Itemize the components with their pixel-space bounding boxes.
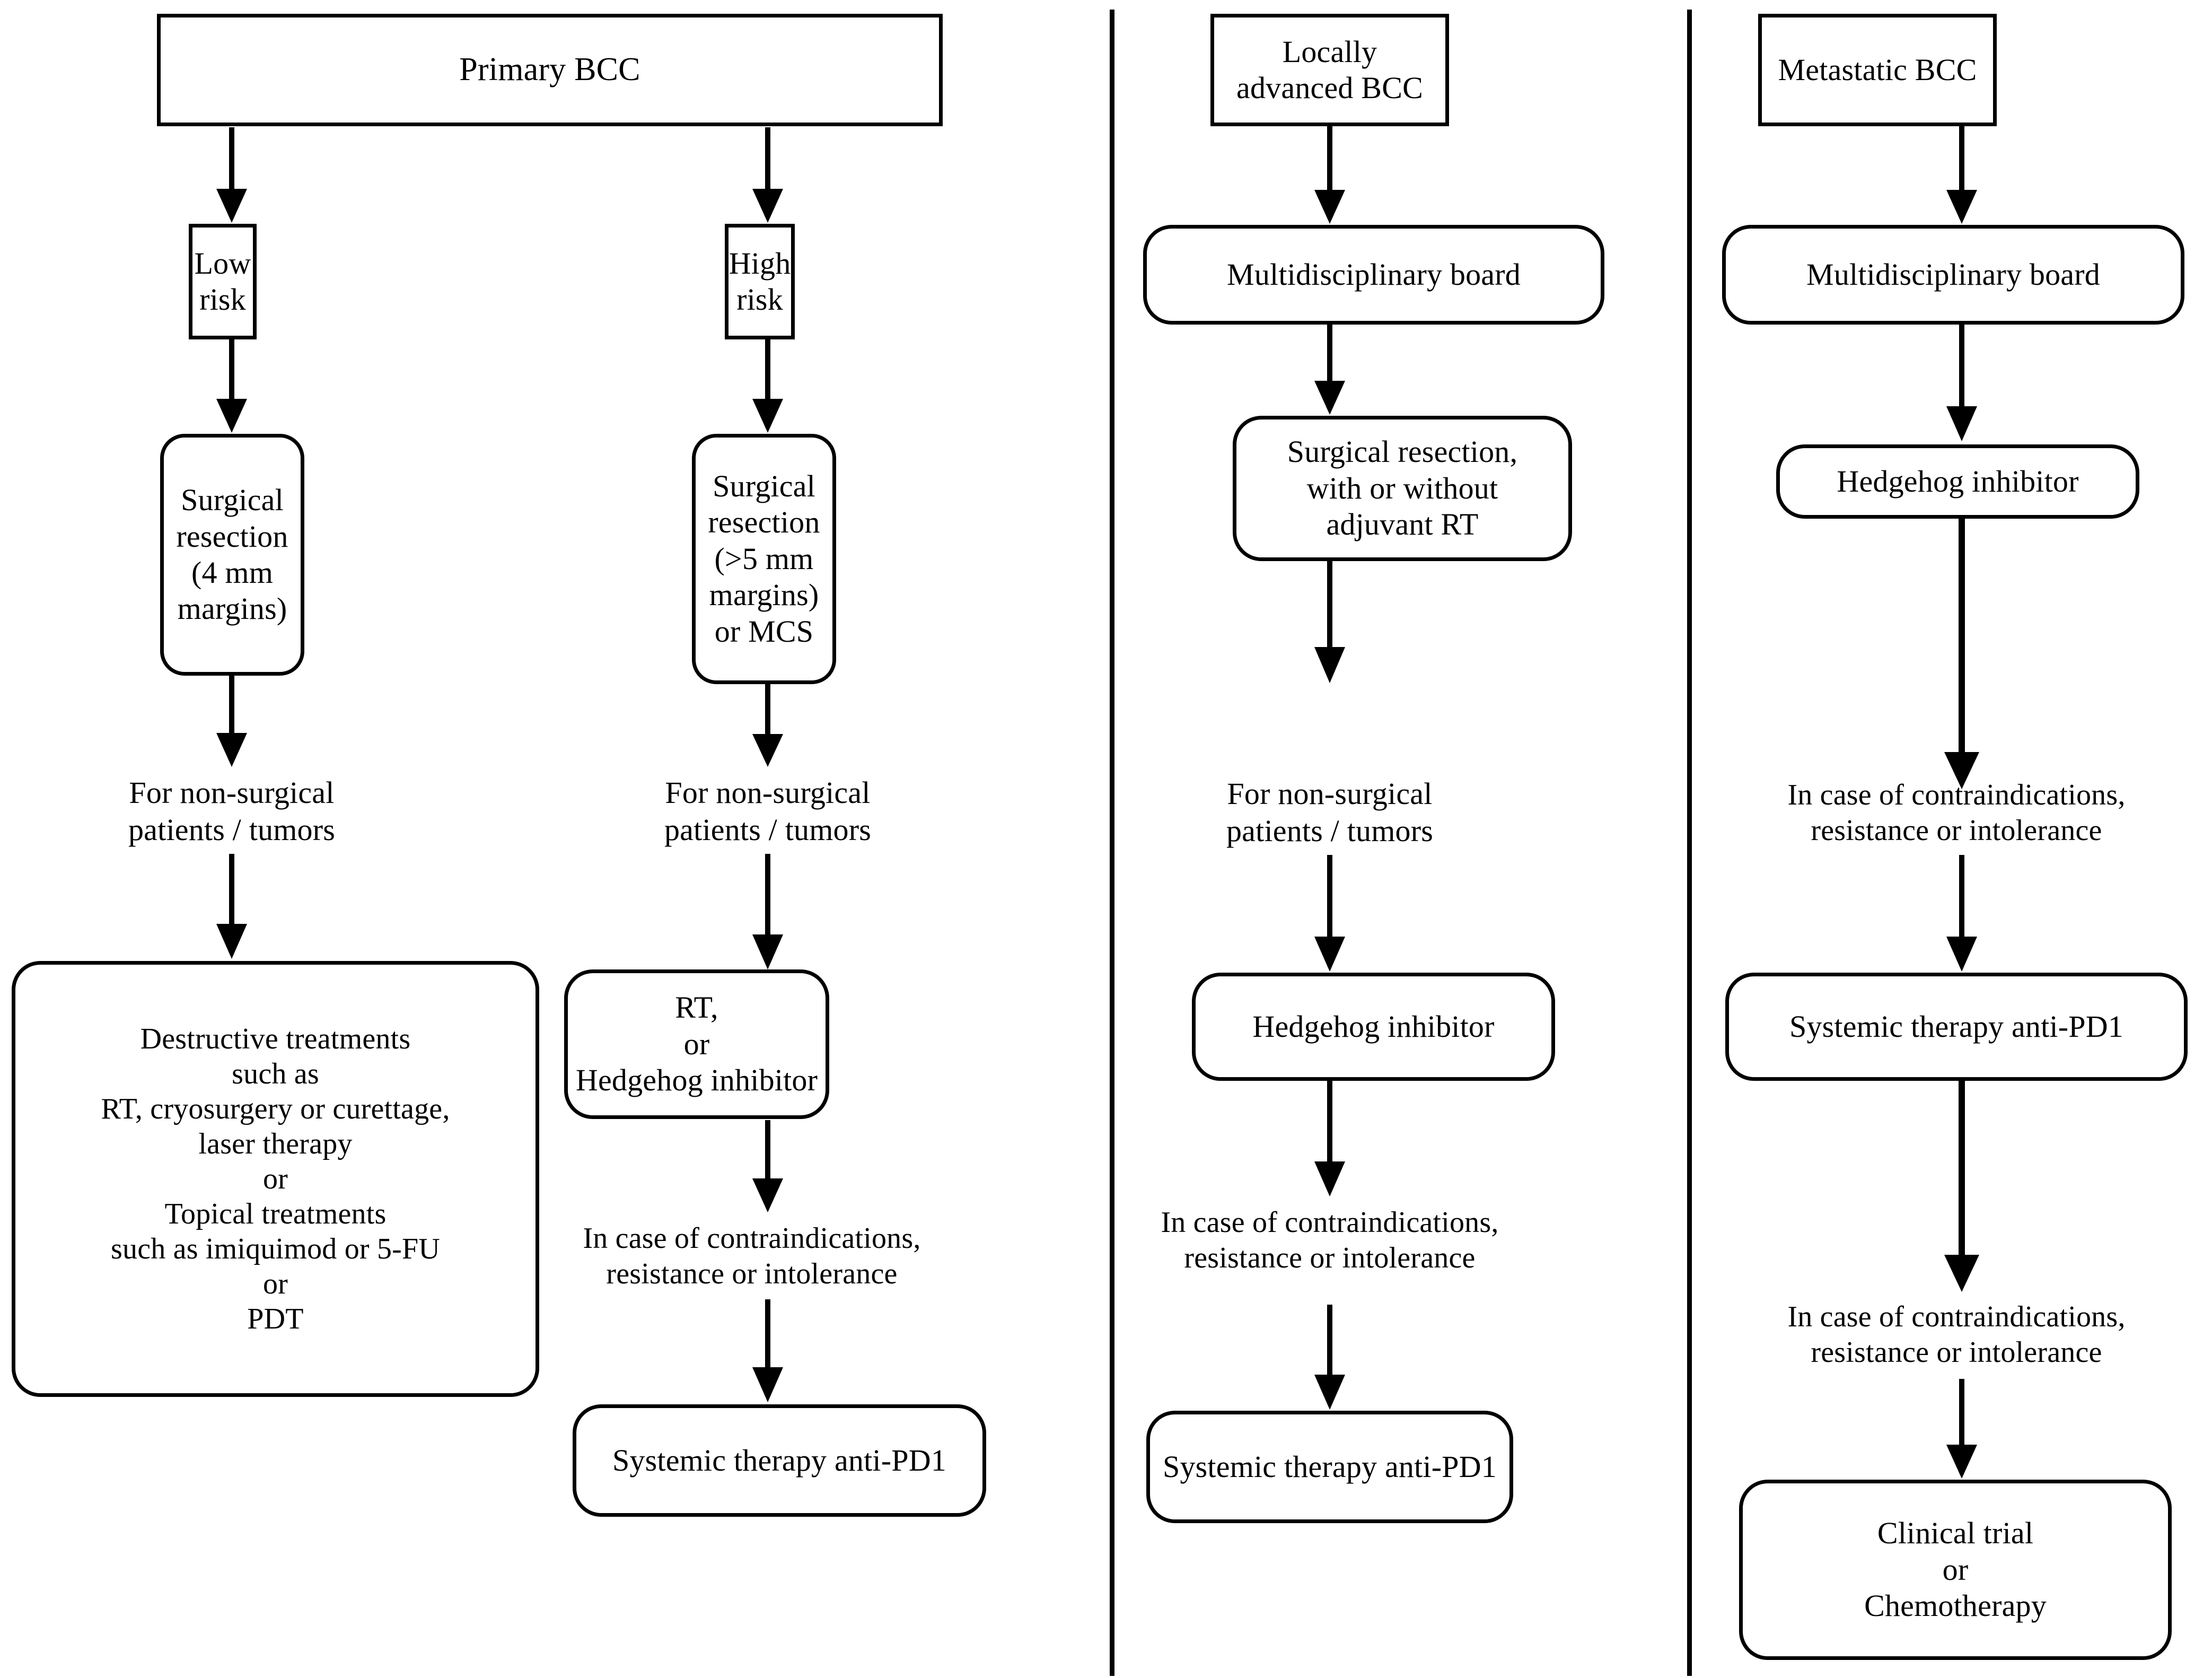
column-divider-2 <box>1687 10 1692 1676</box>
label-contraindications-1-col4: In case of contraindications, resistance… <box>1787 778 2126 847</box>
arrow-contraindications-to-clinical-trial <box>1938 1379 1986 1480</box>
arrow-antipd1-to-contraindications-col4 <box>1938 1081 1986 1293</box>
arrow-surgical-adjuvant-to-nonsurgical <box>1306 561 1354 684</box>
arrow-contraindications-to-antipd1-col2 <box>744 1299 792 1403</box>
node-multidisciplinary-board-col4[interactable]: Multidisciplinary board <box>1722 225 2184 325</box>
node-destructive-and-topical-treatments[interactable]: Destructive treatments such as RT, cryos… <box>12 961 539 1397</box>
arrow-contraindications-to-antipd1-col4 <box>1938 855 1986 973</box>
node-low-risk[interactable]: Low risk <box>189 224 257 339</box>
label-contraindications-col2: In case of contraindications, resistance… <box>583 1221 921 1290</box>
arrow-nonsurgical-to-hedgehog-col3 <box>1306 855 1354 973</box>
node-hedgehog-inhibitor-col4[interactable]: Hedgehog inhibitor <box>1776 444 2139 519</box>
label-nonsurgical-col3: For non-surgical patients / tumors <box>1226 776 1434 848</box>
node-surgical-resection-high-risk[interactable]: Surgical resection (>5 mm margins) or MC… <box>692 434 836 684</box>
node-clinical-trial-or-chemotherapy[interactable]: Clinical trial or Chemotherapy <box>1739 1480 2172 1660</box>
label-contraindications-col3: In case of contraindications, resistance… <box>1161 1205 1499 1274</box>
arrow-primary-to-low-risk <box>208 127 256 224</box>
node-surgical-resection-low-risk[interactable]: Surgical resection (4 mm margins) <box>160 434 304 676</box>
arrow-rt-to-contraindications <box>744 1120 792 1213</box>
arrow-nonsurgical-high-to-rt <box>744 854 792 971</box>
arrow-hedgehog-to-contraindications-col3 <box>1306 1081 1354 1198</box>
node-primary-bcc[interactable]: Primary BCC <box>157 14 943 126</box>
node-high-risk[interactable]: High risk <box>725 224 795 339</box>
arrow-low-risk-to-surgery <box>208 339 256 434</box>
node-hedgehog-inhibitor-col3[interactable]: Hedgehog inhibitor <box>1192 973 1555 1081</box>
arrow-primary-to-high-risk <box>744 127 792 224</box>
column-divider-1 <box>1110 10 1114 1676</box>
arrow-contraindications-to-antipd1-col3 <box>1306 1305 1354 1411</box>
arrow-nonsurgical-low-to-destructive <box>208 854 256 960</box>
arrow-surgery-high-to-nonsurgical <box>744 683 792 768</box>
node-rt-or-hedgehog-inhibitor[interactable]: RT, or Hedgehog inhibitor <box>564 969 829 1119</box>
node-metastatic-bcc[interactable]: Metastatic BCC <box>1758 14 1997 126</box>
arrow-metastatic-to-mdb <box>1938 126 1986 225</box>
arrow-surgery-low-to-nonsurgical <box>208 675 256 768</box>
arrow-mdb-to-hedgehog-col4 <box>1938 325 1986 442</box>
node-surgical-resection-adjuvant-rt[interactable]: Surgical resection, with or without adju… <box>1233 416 1572 561</box>
node-multidisciplinary-board-col3[interactable]: Multidisciplinary board <box>1143 225 1604 325</box>
label-nonsurgical-low-risk: For non-surgical patients / tumors <box>128 775 336 847</box>
label-nonsurgical-high-risk: For non-surgical patients / tumors <box>664 775 872 847</box>
node-locally-advanced-bcc[interactable]: Locally advanced BCC <box>1210 14 1449 126</box>
node-systemic-therapy-antipd1-col2[interactable]: Systemic therapy anti-PD1 <box>573 1404 986 1517</box>
node-systemic-therapy-antipd1-col4[interactable]: Systemic therapy anti-PD1 <box>1725 973 2188 1081</box>
arrow-locally-advanced-to-mdb <box>1306 126 1354 225</box>
arrow-hedgehog-to-contraindications-col4 <box>1938 519 1986 790</box>
label-contraindications-2-col4: In case of contraindications, resistance… <box>1787 1300 2126 1369</box>
node-systemic-therapy-antipd1-col3[interactable]: Systemic therapy anti-PD1 <box>1146 1411 1513 1523</box>
arrow-high-risk-to-surgery <box>744 339 792 434</box>
arrow-mdb-to-surgical-adjuvant-rt <box>1306 325 1354 416</box>
